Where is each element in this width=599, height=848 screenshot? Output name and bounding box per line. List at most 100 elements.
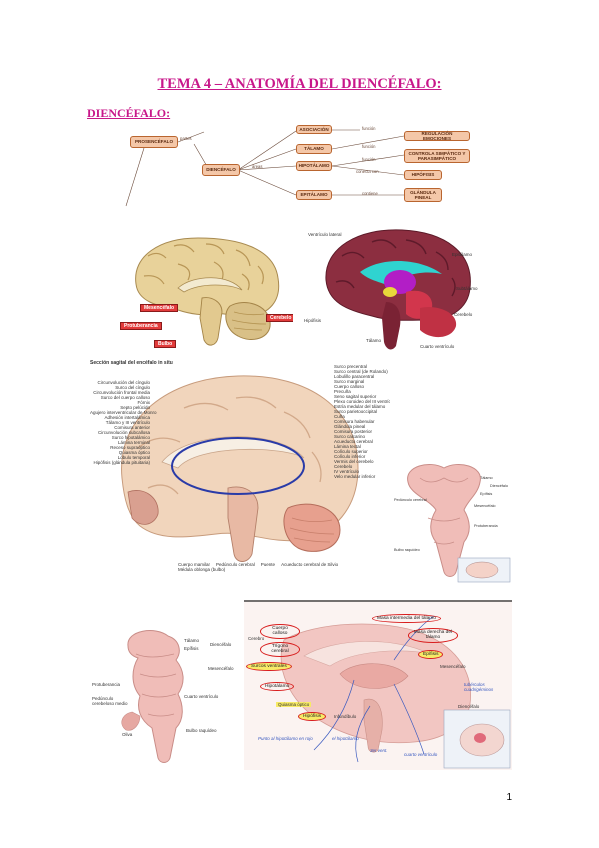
right-label: Plexo coroideo del III ventrículo	[334, 399, 390, 404]
brainstem-figure-right: Tálamo Diencéfalo Epífisis Mesencéfalo P…	[394, 458, 512, 584]
right-label: Comisura posterior	[334, 429, 373, 434]
label-protuberancia: Protuberancia	[120, 322, 162, 330]
left-label: Agujero interventricular de Monro	[90, 410, 157, 415]
bottom-label: Acueducto cerebral de Silvio	[281, 562, 339, 567]
right-label: Cuerpo calloso	[334, 384, 365, 389]
brain-3d-illustration	[325, 229, 471, 350]
node-asociacion: ASOCIACIÓN	[296, 125, 332, 134]
label-mesencefalo-l: Mesencéfalo	[208, 666, 234, 671]
label-oliva-l: Oliva	[122, 732, 133, 737]
concept-diagram: PROSENCÉFALO partes DIENCÉFALO áreas ASO…	[120, 122, 480, 208]
fig3-bottom-labels: Cuerpo mamilar Pedúnculo cerebral Puente…	[178, 562, 388, 572]
label-epifisis-r: Epífisis	[480, 492, 493, 496]
handwritten-note-1: Punto al hipotálamo en rojo	[258, 736, 313, 741]
label-epitalamo-3d: Epitálamo	[452, 252, 473, 257]
brain-3d-render: Ventrículo lateral Epitálamo Subtálamo C…	[302, 222, 492, 356]
label-talamo-r: Tálamo	[480, 476, 493, 480]
oval-masa-intermedia: Masa intermedia del tálamo	[372, 614, 441, 624]
edge-funcion1: función	[362, 126, 376, 131]
node-diencefalo: DIENCÉFALO	[202, 164, 240, 176]
right-label: Comisura habenular	[334, 419, 375, 424]
right-label: Seno sagital superior	[334, 394, 377, 399]
left-label: Septo pelúcido	[120, 405, 150, 410]
oval-hipotalamo-6: Hipotálamo	[260, 682, 295, 692]
label-bulbo-l: Bulbo raquídeo	[186, 728, 217, 733]
left-label: Hipófisis (glándula pituitaria)	[93, 460, 150, 465]
label-diencefalo-l: Diencéfalo	[210, 642, 232, 647]
diagram-connectors	[125, 129, 405, 207]
left-label: Surco hipotalámico	[111, 435, 150, 440]
left-label: Comisura anterior	[114, 425, 150, 430]
right-label: Estría medular del tálamo	[334, 404, 386, 409]
fig3-heading: Sección sagital del encéfalo in situ	[90, 360, 173, 366]
label-diencefalo-6: Diencéfalo	[458, 704, 480, 709]
right-label: IV ventrículo	[334, 469, 360, 474]
left-label: Lámina terminal	[117, 440, 150, 445]
label-quiasma-6: Quiasma óptico	[276, 702, 312, 707]
node-controla: CONTROLA SIMPÁTICO Y PARASIMPÁTICO	[404, 149, 470, 163]
label-mesencefalo-6: Mesencéfalo	[440, 664, 466, 669]
oval-masa-derecha: Masa derecha del tálamo	[408, 628, 458, 643]
page-title: TEMA 4 – ANATOMÍA DEL DIENCÉFALO:	[157, 76, 442, 92]
fig3-left-labels: Circunvolución del cíngulo Surco del cín…	[90, 380, 157, 465]
right-label: Acueducto cerebral	[334, 439, 373, 444]
fig3-right-labels: Surco precentral Surco central (de Rolan…	[334, 364, 390, 479]
label-cuarto-3d: Cuarto ventrículo	[420, 344, 455, 349]
left-label: Surco del cíngulo	[115, 385, 150, 390]
left-label: Fórnix	[137, 400, 150, 405]
label-subtalamo: Subtálamo	[456, 286, 478, 291]
left-label: Circunvolución frontal media	[93, 390, 150, 395]
node-hipotalamo: HIPOTÁLAMO	[296, 161, 332, 171]
sagittal-section-illustration	[121, 375, 359, 562]
label-pedunculo-r: Pedúnculo cerebral	[394, 498, 427, 502]
right-label: Surco precentral	[334, 364, 368, 369]
edge-conecta: conecta con	[356, 169, 379, 174]
right-label: Colículo superior	[334, 449, 368, 454]
right-label: Cerebelo	[334, 464, 353, 469]
right-label: Surco parietooccipital	[334, 409, 378, 414]
node-regulacion: REGULACIÓN EMOCIONES	[404, 131, 470, 141]
node-prosencefalo: PROSENCÉFALO	[130, 136, 178, 148]
right-label: Lámina tectal	[334, 444, 361, 449]
label-protuberancia-r: Protuberancia	[474, 524, 498, 528]
left-label: Surco del cuerpo calloso	[100, 395, 150, 400]
label-cerebelo-3d: Cerebelo	[454, 312, 473, 317]
left-label: Circunvolución subcallosa	[97, 430, 150, 435]
edge-partes: partes	[180, 136, 192, 141]
edge-contiene: contiene	[362, 191, 378, 196]
sagittal-section-figure: Sección sagital del encéfalo in situ Cir…	[88, 358, 390, 584]
right-label: Vermis del cerebelo	[334, 459, 374, 464]
brain-sagittal-photo: Mesencéfalo Protuberancia Bulbo Cerebelo	[118, 232, 293, 352]
handwritten-note-4: cuarto ventrículo	[404, 752, 438, 757]
right-label: Glándula pineal	[334, 424, 366, 429]
brainstem-figure-left: Tálamo Epífisis Diencéfalo Mesencéfalo C…	[92, 624, 242, 768]
oval-epifisis-6: Epífisis	[418, 650, 444, 660]
left-label: Quiasma óptico	[118, 450, 150, 455]
label-bulbo: Bulbo	[154, 340, 177, 348]
label-ventriculos: Ventrículo lateral	[308, 232, 342, 237]
bottom-label: Cuerpo mamilar	[178, 562, 211, 567]
oval-hipofisis-6: Hipófisis	[298, 712, 327, 722]
right-label: Cuña	[334, 414, 345, 419]
right-label: Lobulillo paracentral	[334, 374, 375, 379]
right-label: Precuña	[334, 389, 351, 394]
bottom-label: Puente	[260, 562, 276, 567]
label-talamo-l: Tálamo	[184, 638, 200, 643]
section-heading: DIENCÉFALO:	[87, 106, 171, 120]
label-cerebelo: Cerebelo	[266, 314, 293, 322]
bottom-label: Médula oblonga (bulbo)	[178, 567, 226, 572]
bottom-label: Pedúnculo cerebral	[216, 562, 255, 567]
node-glandula: GLÁNDULA PINEAL	[404, 188, 442, 202]
left-label: Tálamo y III ventrículo	[105, 420, 150, 425]
brain-photo-illustration	[135, 237, 280, 346]
label-cerebro-6: Cerebro	[248, 636, 265, 641]
left-label: Receso supraóptico	[110, 445, 150, 450]
oval-surcos: Surcos ventrales	[246, 662, 292, 672]
oval-cuerpos-callosos: Cuerpo calloso	[260, 624, 300, 639]
edge-funcion3: función	[362, 157, 376, 162]
label-cuarto-l: Cuarto ventrículo	[184, 694, 219, 699]
node-talamo: TÁLAMO	[296, 144, 332, 154]
oval-trigono: Trígono cerebral	[260, 642, 300, 657]
brainstem-left-illustration	[121, 630, 184, 763]
page-number: 1	[506, 792, 512, 803]
